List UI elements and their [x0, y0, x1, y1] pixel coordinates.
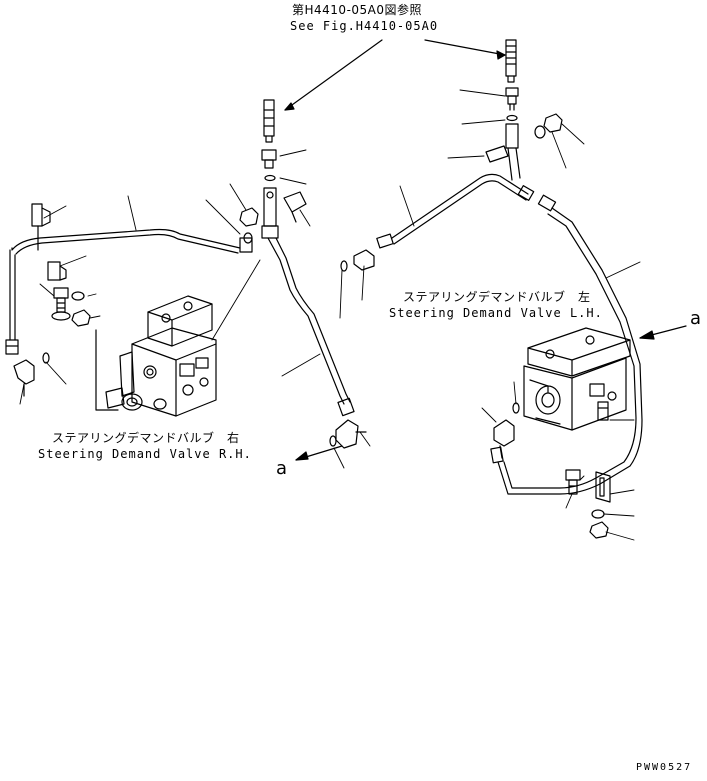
- tube-center-down: [267, 237, 345, 405]
- left-clamp-lower: [47, 261, 67, 281]
- top-center-elbow: [283, 191, 307, 223]
- top-right-tee: [485, 123, 521, 181]
- lower-center-o-ring: [329, 435, 337, 447]
- top-center-union-fitting: [261, 149, 277, 169]
- valve-rh-label-jp: ステアリングデマンドバルブ 右: [52, 431, 240, 445]
- connection-arrow-a-right: [639, 325, 687, 340]
- top-right-union-fitting: [505, 87, 519, 111]
- connection-marker-a-right: a: [690, 308, 702, 329]
- valve-rh-bracket-line: [95, 329, 119, 411]
- top-right-o-ring: [506, 114, 518, 122]
- left-clamp-upper: [31, 203, 51, 251]
- top-right-nut: [543, 113, 563, 133]
- drawing-code: PWW0527: [636, 762, 693, 773]
- center-o-ring: [340, 260, 348, 272]
- top-right-washer: [534, 125, 546, 139]
- lh-clamp: [595, 471, 611, 503]
- top-right-tube-stub: [505, 39, 517, 83]
- valve-rh-body: [105, 295, 217, 417]
- left-elbow: [13, 359, 35, 397]
- valve-lh-label-en: Steering Demand Valve L.H.: [389, 306, 603, 320]
- connection-arrow-a-left: [295, 445, 343, 461]
- reference-label-jp: 第H4410-05A0図参照: [292, 3, 423, 17]
- tube-right-long-inner: [503, 213, 637, 489]
- valve-rh-label-en: Steering Demand Valve R.H.: [38, 447, 252, 461]
- center-hose-end: [376, 233, 394, 249]
- reference-arrow-right: [496, 50, 506, 60]
- tube-right-top-fitting: [537, 194, 557, 212]
- reference-arrow-left: [284, 102, 295, 111]
- valve-lh-label-jp: ステアリングデマンドバルブ 左: [403, 290, 591, 304]
- left-nut-1: [71, 309, 91, 327]
- lh-nut: [589, 521, 609, 539]
- left-o-ring: [42, 352, 50, 364]
- tube-center-lower-end: [337, 397, 355, 417]
- hose-center-to-right: [391, 173, 529, 239]
- lh-washer: [591, 509, 605, 519]
- top-center-o-ring: [264, 174, 276, 182]
- tube-center-down-inner: [275, 237, 351, 403]
- tube-left-center-end: [239, 237, 253, 253]
- lh-bolt: [565, 469, 581, 495]
- top-center-tee: [261, 187, 279, 239]
- tube-left-end-fitting: [5, 339, 19, 355]
- lh-elbow: [493, 419, 515, 459]
- left-bolt: [51, 287, 71, 321]
- tube-left-upper: [11, 228, 241, 251]
- hose-center-to-right-inner: [393, 180, 527, 245]
- reference-leader-left: [284, 39, 383, 111]
- top-center-tube-stub: [263, 99, 275, 143]
- reference-label-en: See Fig.H4410-05A0: [290, 19, 439, 33]
- tube-left-upper-inner: [15, 233, 239, 255]
- tube-left-vertical: [9, 249, 16, 341]
- tube-right-long: [497, 207, 643, 495]
- top-center-nut: [239, 207, 259, 227]
- hose-right-end: [517, 185, 535, 201]
- lh-o-ring: [512, 402, 520, 414]
- valve-lh-body: [523, 327, 631, 431]
- center-connector: [353, 249, 375, 271]
- reference-leader-right: [424, 39, 506, 56]
- callout-leaders: [19, 89, 641, 541]
- lh-lower-connector: [597, 401, 609, 421]
- left-washer-1: [71, 291, 85, 301]
- connection-marker-a-left: a: [276, 458, 288, 479]
